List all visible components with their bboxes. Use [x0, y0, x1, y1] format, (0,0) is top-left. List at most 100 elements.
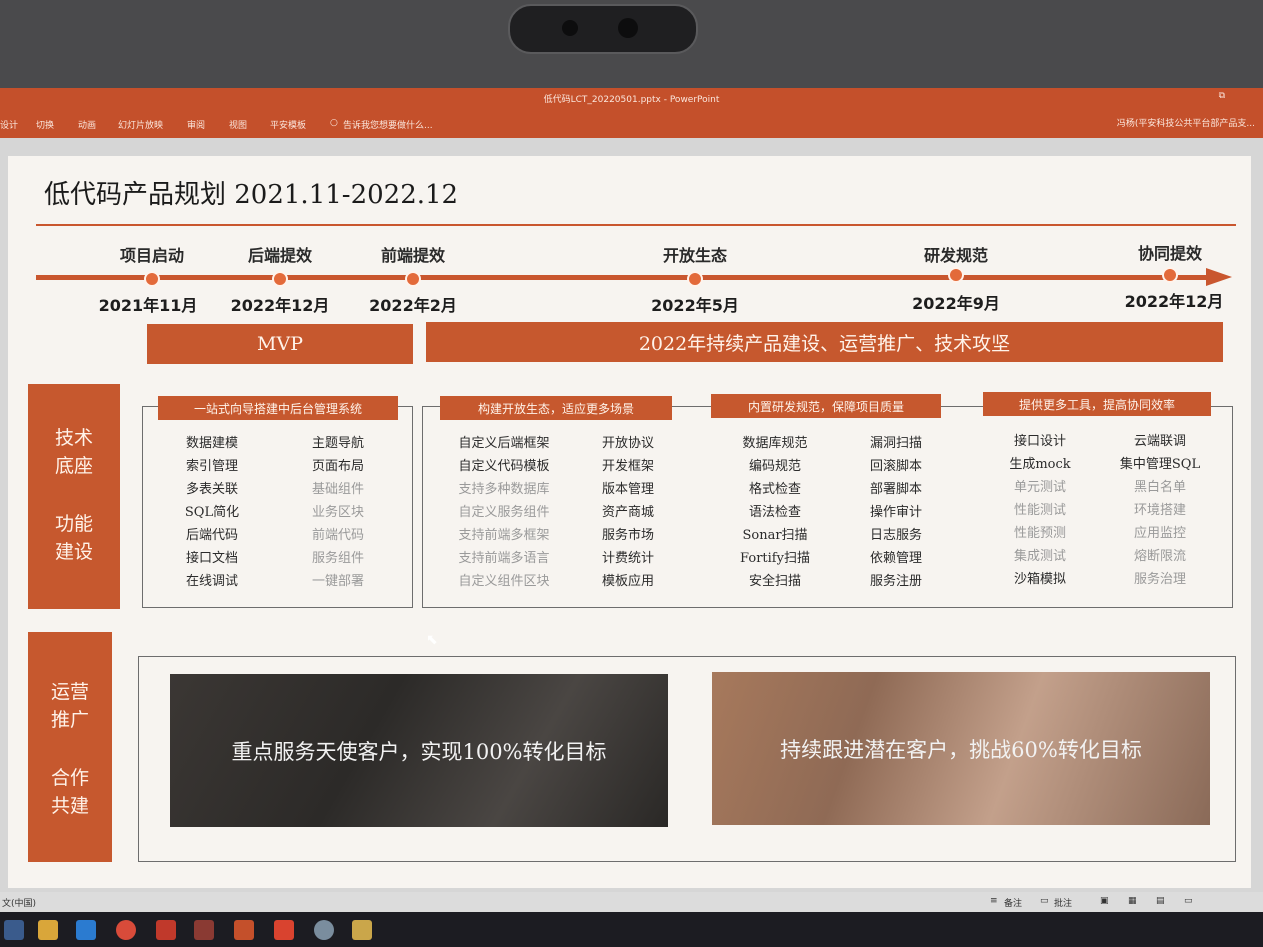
tell-me-search[interactable]: 告诉我您想要做什么... [343, 121, 433, 131]
operations-label: 运营 推广 合作 共建 [28, 632, 112, 862]
feature-item: 前端代码 [311, 528, 365, 543]
milestone-date: 2022年12月 [1124, 292, 1224, 311]
milestone-label: 项目启动 [119, 246, 185, 265]
tab-transitions[interactable]: 切换 [36, 121, 55, 131]
feature-item: 安全扫描 [748, 574, 802, 589]
milestone-label: 前端提效 [380, 246, 446, 265]
milestone-dot [144, 271, 160, 287]
operations-box [138, 656, 1236, 862]
feature-item: 开放协议 [601, 436, 655, 451]
tab-design[interactable]: 设计 [0, 121, 19, 131]
milestone-date: 2022年2月 [369, 296, 457, 315]
feature-item: 索引管理 [185, 459, 239, 474]
notes-icon: ≡ [990, 896, 998, 906]
timeline-arrow-icon [1206, 268, 1232, 286]
title-rule [36, 224, 1236, 226]
feature-item: Sonar扫描 [742, 528, 808, 543]
feature-item: 服务市场 [601, 528, 655, 543]
mouse-cursor-icon: ⬉ [426, 632, 438, 648]
tab-pingan-template[interactable]: 平安模板 [270, 121, 307, 131]
monitor-bezel [0, 0, 1263, 88]
app-icon-2[interactable] [156, 920, 176, 940]
milestone-label: 后端提效 [247, 246, 313, 265]
feature-item: 部署脚本 [869, 482, 923, 497]
feature-item: 编码规范 [748, 459, 802, 474]
feature-item: 版本管理 [601, 482, 655, 497]
tab-view[interactable]: 视图 [229, 121, 248, 131]
tab-animations[interactable]: 动画 [78, 121, 97, 131]
feature-item: SQL简化 [184, 505, 240, 520]
milestone-dot [948, 267, 964, 283]
milestone-label: 研发规范 [923, 246, 989, 265]
feature-item: 基础组件 [311, 482, 365, 497]
tab-slideshow[interactable]: 幻灯片放映 [118, 121, 164, 131]
feature-item: 沙箱模拟 [1013, 572, 1067, 587]
vscode-icon[interactable] [76, 920, 96, 940]
slide-sorter-icon[interactable]: ▦ [1128, 896, 1137, 906]
window-title: 低代码LCT_20220501.pptx - PowerPoint [543, 95, 720, 105]
feature-item: 支持多种数据库 [458, 482, 550, 497]
app-icon-4[interactable] [314, 920, 334, 940]
feature-item: 日志服务 [869, 528, 923, 543]
feature-item: 环境搭建 [1133, 503, 1187, 518]
feature-item: 资产商城 [601, 505, 655, 520]
slideshow-icon[interactable]: ▭ [1184, 896, 1193, 906]
powerpoint-icon[interactable] [234, 920, 254, 940]
feature-item: 支持前端多语言 [458, 551, 550, 566]
app-icon-3[interactable] [194, 920, 214, 940]
slide-title: 低代码产品规划 2021.11-2022.12 [44, 180, 459, 210]
account-name[interactable]: 冯杨(平安科技公共平台部产品支... [1116, 119, 1255, 129]
feature-item: 服务组件 [311, 551, 365, 566]
section-title: 构建开放生态，适应更多场景 [440, 396, 672, 420]
webcam [508, 4, 698, 54]
feature-item: 多表关联 [185, 482, 239, 497]
feature-item: 性能测试 [1013, 503, 1067, 518]
restore-icon[interactable]: ⧉ [1218, 91, 1225, 101]
feature-item: 漏洞扫描 [869, 436, 923, 451]
file-explorer-icon[interactable] [38, 920, 58, 940]
milestone-date: 2021年11月 [98, 296, 198, 315]
comments-button[interactable]: 批注 [1054, 899, 1073, 909]
feature-item: Fortify扫描 [740, 551, 810, 566]
xmind-icon[interactable] [274, 920, 294, 940]
feature-item: 支持前端多框架 [458, 528, 550, 543]
feature-item: 页面布局 [311, 459, 365, 474]
app-icon-5[interactable] [352, 920, 372, 940]
feature-item: 服务注册 [869, 574, 923, 589]
feature-item: 应用监控 [1133, 526, 1187, 541]
feature-item: 服务治理 [1133, 572, 1187, 587]
chrome-icon[interactable] [116, 920, 136, 940]
ribbon: 低代码LCT_20220501.pptx - PowerPoint ⧉ 设计 切… [0, 88, 1263, 138]
reading-view-icon[interactable]: ▤ [1156, 896, 1165, 906]
feature-item: 主题导航 [311, 436, 365, 451]
tech-foundation-label: 技术 底座 功能 建设 [28, 384, 120, 609]
camera-lens-icon [562, 20, 578, 36]
status-bar: 文(中国) ≡ 备注 ▭ 批注 ▣ ▦ ▤ ▭ [0, 892, 1263, 912]
feature-item: 业务区块 [311, 505, 365, 520]
milestone-date: 2022年12月 [230, 296, 330, 315]
feature-item: 集中管理SQL [1119, 457, 1201, 472]
feature-item: 回滚脚本 [869, 459, 923, 474]
milestone-date: 2022年5月 [651, 296, 739, 315]
milestone-dot [687, 271, 703, 287]
milestone-dot [1162, 267, 1178, 283]
feature-item: 自定义代码模板 [458, 459, 550, 474]
lightbulb-icon: ○ [330, 118, 338, 128]
feature-item: 熔断限流 [1133, 549, 1187, 564]
app-icon[interactable] [4, 920, 24, 940]
feature-item: 数据建模 [185, 436, 239, 451]
notes-button[interactable]: 备注 [1004, 899, 1023, 909]
feature-item: 在线调试 [185, 574, 239, 589]
normal-view-icon[interactable]: ▣ [1100, 896, 1109, 906]
section-title: 一站式向导搭建中后台管理系统 [158, 396, 398, 420]
milestone-label: 开放生态 [662, 246, 728, 265]
feature-item: 接口文档 [185, 551, 239, 566]
potential-customer-card: 持续跟进潜在客户，挑战60%转化目标 [712, 672, 1210, 825]
feature-item: 模板应用 [601, 574, 655, 589]
feature-item: 自定义组件区块 [458, 574, 550, 589]
feature-item: 接口设计 [1013, 434, 1067, 449]
tab-review[interactable]: 审阅 [187, 121, 206, 131]
feature-item: 黑白名单 [1133, 480, 1187, 495]
feature-item: 数据库规范 [742, 436, 808, 451]
feature-item: 单元测试 [1013, 480, 1067, 495]
